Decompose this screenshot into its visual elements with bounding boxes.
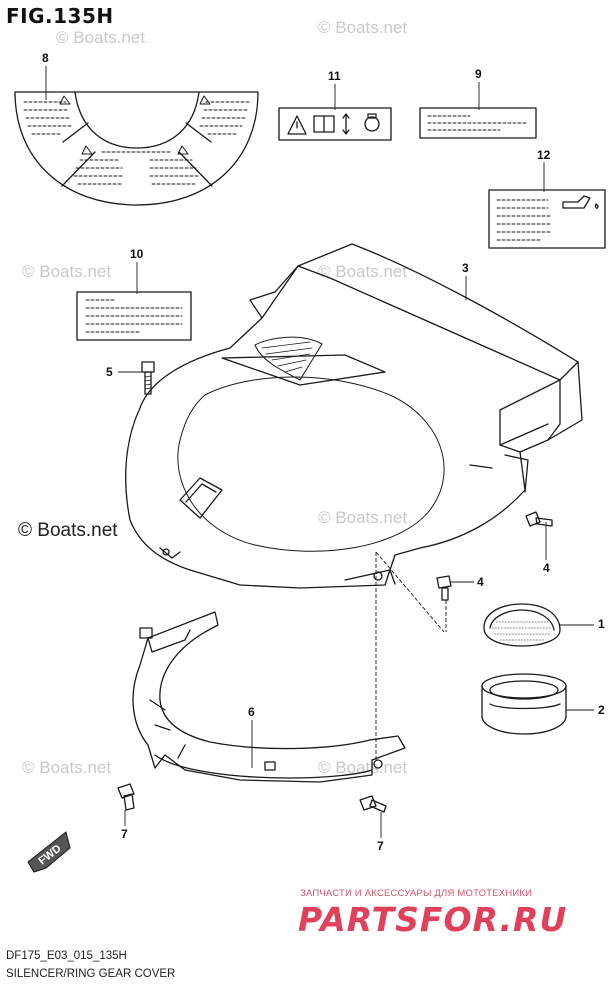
- partsfor-logo: PARTSFOR.RU: [298, 900, 568, 939]
- silencer-cover-3: [125, 243, 583, 589]
- bolt-7-right: [359, 795, 387, 813]
- callout-7: 7: [121, 827, 128, 841]
- fwd-arrow-icon: FWD: [27, 831, 71, 873]
- callout-1: 1: [598, 617, 605, 631]
- bolt-4-center: [436, 575, 452, 601]
- label-11-pictograms: [278, 107, 392, 141]
- callout-6: 6: [248, 705, 255, 719]
- callout-2: 2: [598, 703, 605, 717]
- callout-9: 9: [475, 67, 482, 81]
- watermark: © Boats.net: [318, 508, 408, 527]
- bolt-5: [141, 361, 155, 395]
- label-12-oil: [488, 189, 606, 249]
- watermark: © Boats.net: [56, 28, 146, 47]
- callout-10: 10: [130, 247, 144, 261]
- watermark: © Boats.net: [318, 262, 408, 281]
- watermark: © Boats.net: [22, 758, 112, 777]
- label-9-text: [419, 107, 537, 139]
- ring-gear-cover-6: [132, 611, 406, 783]
- diagram-caption: SILENCER/RING GEAR COVER: [6, 968, 176, 980]
- callout-4: 4: [543, 561, 550, 575]
- watermark: © Boats.net: [318, 18, 408, 37]
- model-code: DF175_E03_015_135H: [6, 950, 127, 962]
- callout-7: 7: [377, 839, 384, 853]
- callout-8: 8: [42, 51, 49, 65]
- label-8-curved: [14, 91, 259, 206]
- bolt-7-left: [117, 783, 135, 811]
- callout-4: 4: [477, 575, 484, 589]
- callout-3: 3: [462, 261, 469, 275]
- watermark-main: © Boats.net: [18, 520, 118, 541]
- label-10-text: [76, 291, 192, 341]
- callout-5: 5: [106, 365, 113, 379]
- watermark: © Boats.net: [22, 262, 112, 281]
- figure-title: FIG.135H: [6, 4, 114, 28]
- grommet-2: [481, 673, 567, 735]
- callout-11: 11: [328, 69, 341, 83]
- watermark: © Boats.net: [318, 758, 408, 777]
- bolt-4-right: [525, 511, 553, 527]
- mesh-cap-1: [483, 603, 561, 647]
- callout-12: 12: [537, 148, 551, 162]
- partsfor-tagline: ЗАПЧАСТИ И АКСЕССУАРЫ ДЛЯ МОТОТЕХНИКИ: [300, 888, 533, 899]
